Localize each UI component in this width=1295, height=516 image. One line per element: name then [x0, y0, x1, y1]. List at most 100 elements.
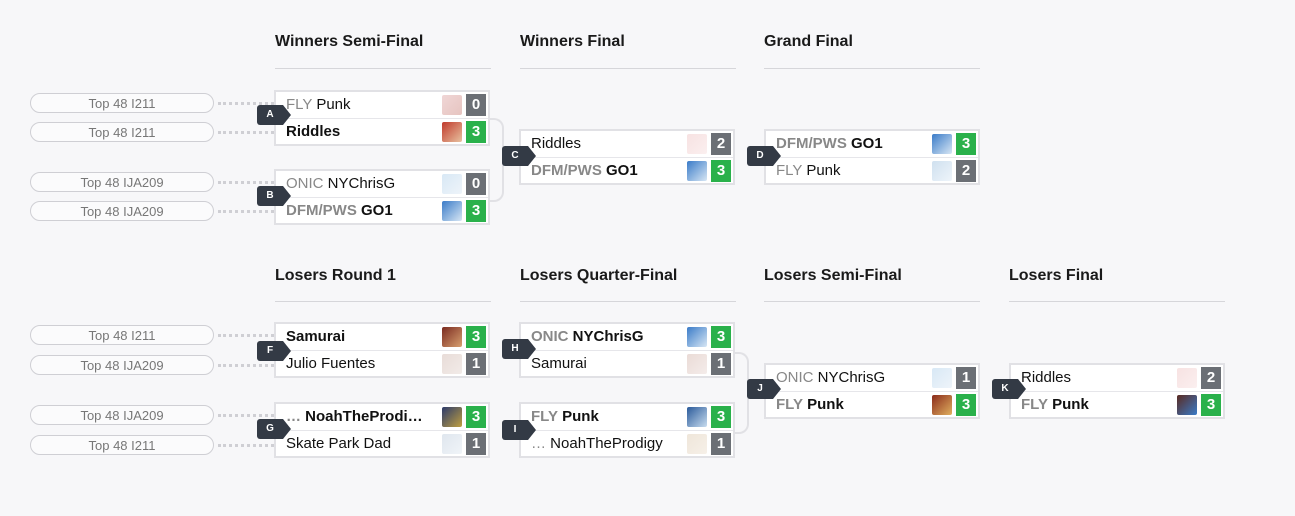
- round-title-winners-semi-final: Winners Semi-Final: [275, 33, 424, 50]
- character-icon: [442, 354, 462, 374]
- player-name: Riddles: [286, 123, 341, 140]
- match-set[interactable]: FLY Punk 3 … NoahTheProdigy 1: [519, 402, 735, 458]
- player-name: Riddles: [1021, 369, 1072, 386]
- player-row[interactable]: … NoahTheProdigy 1: [521, 431, 733, 457]
- player-row[interactable]: DFM/PWS GO1 3: [521, 158, 733, 184]
- player-name: FLY Punk: [531, 408, 599, 425]
- character-icon: [1177, 395, 1197, 415]
- player-row[interactable]: DFM/PWS GO1 3: [766, 131, 978, 158]
- player-row[interactable]: Samurai 3: [276, 324, 488, 351]
- set-id-badge: B: [257, 186, 291, 206]
- player-name: DFM/PWS GO1: [776, 135, 883, 152]
- connector-dots: [218, 102, 274, 105]
- character-icon: [687, 354, 707, 374]
- round-divider: [275, 68, 491, 69]
- round-divider: [520, 301, 736, 302]
- character-icon: [442, 174, 462, 194]
- player-name: FLY Punk: [286, 96, 351, 113]
- player-row[interactable]: Samurai 1: [521, 351, 733, 377]
- score-badge: 3: [711, 406, 731, 428]
- player-row[interactable]: Skate Park Dad 1: [276, 431, 488, 457]
- source-pool-pill[interactable]: Top 48 I211: [30, 93, 214, 113]
- match-set[interactable]: Samurai 3 Julio Fuentes 1: [274, 322, 490, 378]
- score-badge: 3: [956, 394, 976, 416]
- match-set[interactable]: ONIC NYChrisG 3 Samurai 1: [519, 322, 735, 378]
- score-badge: 3: [466, 200, 486, 222]
- score-badge: 0: [466, 173, 486, 195]
- player-name: DFM/PWS GO1: [531, 162, 638, 179]
- player-name: FLY Punk: [776, 396, 844, 413]
- player-row[interactable]: FLY Punk 0: [276, 92, 488, 119]
- player-name: Samurai: [531, 355, 587, 372]
- player-row[interactable]: Riddles 2: [1011, 365, 1223, 392]
- match-set[interactable]: DFM/PWS GO1 3 FLY Punk 2: [764, 129, 980, 185]
- set-id-badge: C: [502, 146, 536, 166]
- match-set[interactable]: ONIC NYChrisG 1 FLY Punk 3: [764, 363, 980, 419]
- match-set[interactable]: ONIC NYChrisG 0 DFM/PWS GO1 3: [274, 169, 490, 225]
- connector-dots: [218, 444, 274, 447]
- score-badge: 1: [711, 433, 731, 455]
- source-pool-pill[interactable]: Top 48 IJA209: [30, 172, 214, 192]
- source-pool-pill[interactable]: Top 48 IJA209: [30, 405, 214, 425]
- player-row[interactable]: ONIC NYChrisG 0: [276, 171, 488, 198]
- score-badge: 2: [711, 133, 731, 155]
- player-row[interactable]: ONIC NYChrisG 3: [521, 324, 733, 351]
- score-badge: 1: [466, 433, 486, 455]
- round-title-losers-semi-final: Losers Semi-Final: [764, 267, 902, 284]
- set-id-badge: A: [257, 105, 291, 125]
- connector-dots: [218, 131, 274, 134]
- player-row[interactable]: FLY Punk 2: [766, 158, 978, 184]
- set-id-badge: D: [747, 146, 781, 166]
- set-id-badge: J: [747, 379, 781, 399]
- player-row[interactable]: FLY Punk 3: [1011, 392, 1223, 418]
- round-title-losers-final: Losers Final: [1009, 267, 1104, 284]
- player-name: Samurai: [286, 328, 346, 345]
- player-name: FLY Punk: [776, 162, 841, 179]
- source-pool-pill[interactable]: Top 48 IJA209: [30, 355, 214, 375]
- player-name: ONIC NYChrisG: [776, 369, 886, 386]
- player-name: Riddles: [531, 135, 582, 152]
- character-icon: [687, 161, 707, 181]
- source-pool-pill[interactable]: Top 48 I211: [30, 435, 214, 455]
- score-badge: 2: [956, 160, 976, 182]
- match-set[interactable]: FLY Punk 0 Riddles 3: [274, 90, 490, 146]
- character-icon: [1177, 368, 1197, 388]
- player-name: ONIC NYChrisG: [531, 328, 644, 345]
- character-icon: [442, 434, 462, 454]
- character-icon: [932, 395, 952, 415]
- player-row[interactable]: Riddles 2: [521, 131, 733, 158]
- character-icon: [442, 95, 462, 115]
- round-title-losers-quarter-final: Losers Quarter-Final: [520, 267, 678, 284]
- character-icon: [442, 201, 462, 221]
- round-divider: [1009, 301, 1225, 302]
- player-name: DFM/PWS GO1: [286, 202, 393, 219]
- player-name: Julio Fuentes: [286, 355, 376, 372]
- player-name: … NoahTheProdigy: [531, 435, 663, 452]
- match-set[interactable]: Riddles 2 DFM/PWS GO1 3: [519, 129, 735, 185]
- player-row[interactable]: … NoahTheProdi… 3: [276, 404, 488, 431]
- round-divider: [764, 301, 980, 302]
- player-row[interactable]: Riddles 3: [276, 119, 488, 145]
- connector-dots: [218, 181, 274, 184]
- player-row[interactable]: FLY Punk 3: [521, 404, 733, 431]
- character-icon: [442, 122, 462, 142]
- connector-dots: [218, 210, 274, 213]
- player-row[interactable]: DFM/PWS GO1 3: [276, 198, 488, 224]
- player-row[interactable]: FLY Punk 3: [766, 392, 978, 418]
- set-id-badge: H: [502, 339, 536, 359]
- connector-dots: [218, 364, 274, 367]
- source-pool-pill[interactable]: Top 48 I211: [30, 122, 214, 142]
- source-pool-pill[interactable]: Top 48 I211: [30, 325, 214, 345]
- round-title-winners-final: Winners Final: [520, 33, 625, 50]
- player-row[interactable]: Julio Fuentes 1: [276, 351, 488, 377]
- character-icon: [932, 368, 952, 388]
- match-set[interactable]: … NoahTheProdi… 3 Skate Park Dad 1: [274, 402, 490, 458]
- player-row[interactable]: ONIC NYChrisG 1: [766, 365, 978, 392]
- match-set[interactable]: Riddles 2 FLY Punk 3: [1009, 363, 1225, 419]
- round-divider: [764, 68, 980, 69]
- score-badge: 1: [711, 353, 731, 375]
- source-pool-pill[interactable]: Top 48 IJA209: [30, 201, 214, 221]
- character-icon: [687, 134, 707, 154]
- set-id-badge: F: [257, 341, 291, 361]
- score-badge: 3: [711, 160, 731, 182]
